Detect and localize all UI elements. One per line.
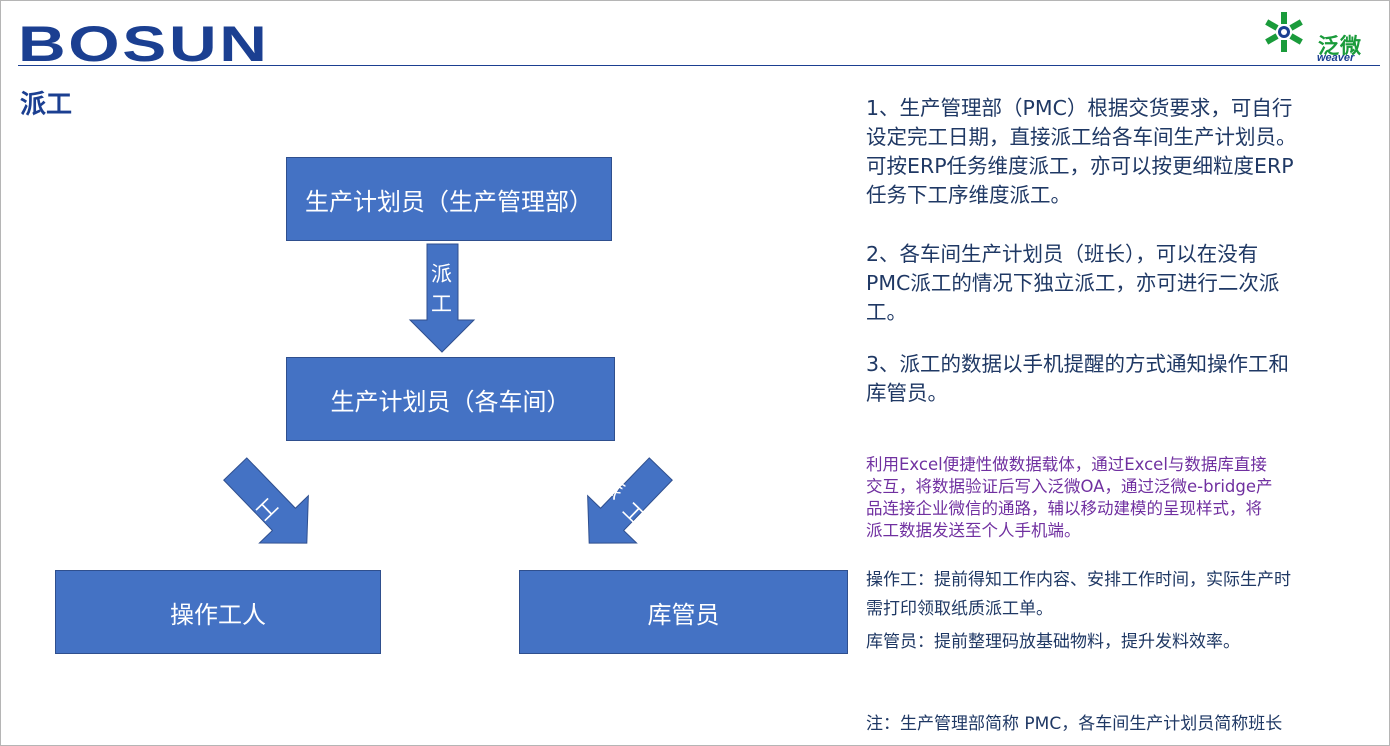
weaver-logo-icon (1265, 12, 1303, 52)
node-warehouse-keeper: 库管员 (519, 570, 848, 654)
node-worker: 操作工人 (55, 570, 381, 654)
bosun-logo: BOSUN (18, 16, 270, 72)
note-point-2: 2、各车间生产计划员（班长），可以在没有 PMC派工的情况下独立派工，亦可进行二… (866, 242, 1280, 324)
arrow-workshop-to-worker (223, 457, 309, 544)
footnote: 注：生产管理部简称 PMC，各车间生产计划员简称班长 (866, 714, 1283, 734)
arrow-workshop-to-warehouse (587, 457, 673, 544)
weaver-logo-en: weaver (1317, 52, 1355, 64)
diagram-arrows (223, 243, 673, 544)
note-warehouse-benefit: 库管员：提前整理码放基础物料，提升发料效率。 (866, 632, 1240, 652)
page-title: 派工 (20, 90, 73, 120)
node-workshop-planner: 生产计划员（各车间） (286, 357, 615, 441)
note-point-3: 3、派工的数据以手机提醒的方式通知操作工和 库管员。 (866, 352, 1290, 405)
weaver-logo-name: 泛微 (1318, 34, 1362, 58)
note-tech-approach: 利用Excel便捷性做数据载体，通过Excel与数据库直接 交互，将数据验证后写… (866, 455, 1273, 540)
header-divider (18, 65, 1380, 66)
edge-label-1a: 派 (431, 262, 452, 286)
note-point-1: 1、生产管理部（PMC）根据交货要求，可自行 设定完工日期，直接派工给各车间生产… (866, 96, 1297, 207)
note-worker-benefit: 操作工：提前得知工作内容、安排工作时间，实际生产时 需打印领取纸质派工单。 (866, 570, 1291, 619)
edge-label-1b: 工 (431, 292, 452, 316)
arrow-pmc-to-workshop (408, 243, 476, 353)
node-pmc-planner: 生产计划员（生产管理部） (286, 157, 612, 241)
